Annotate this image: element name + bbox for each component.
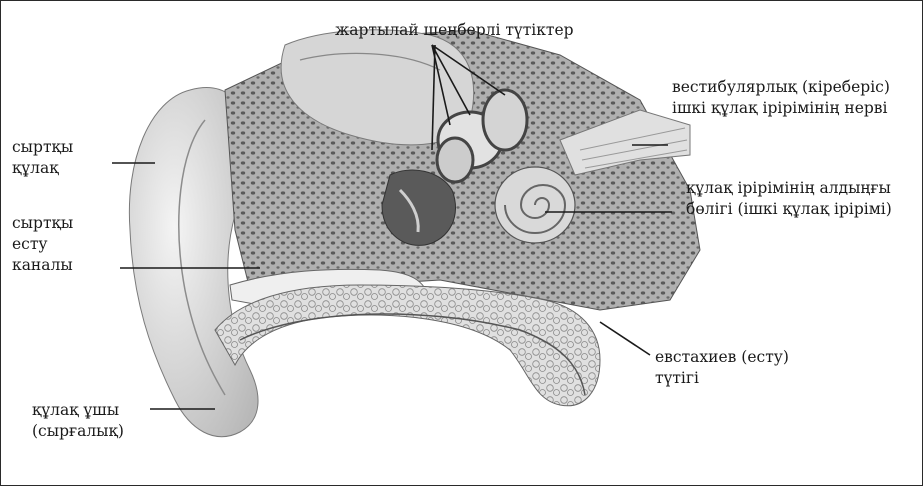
label-ear-canal: сыртқы есту каналы bbox=[12, 213, 73, 276]
label-line: есту bbox=[12, 234, 73, 255]
cochlea bbox=[495, 167, 575, 243]
label-outer-ear: сыртқы құлақ bbox=[12, 137, 73, 179]
label-line: құлақ ұшы bbox=[32, 400, 124, 421]
eustachian-tube-shape bbox=[215, 285, 600, 406]
label-line: құлақ ірірімінің алдыңғы bbox=[686, 178, 892, 199]
label-line: құлақ bbox=[12, 158, 73, 179]
label-line: каналы bbox=[12, 255, 73, 276]
label-line: сыртқы bbox=[12, 213, 73, 234]
label-semicircular-canals: жартылай шеңберлі түтіктер bbox=[335, 20, 574, 41]
label-line: бөлігі (ішкі құлақ ірірімі) bbox=[686, 199, 892, 220]
label-line: евстахиев (есту) bbox=[655, 347, 789, 368]
label-vestibular-nerve: вестибулярлық (кіреберіс) ішкі құлақ ірі… bbox=[672, 77, 890, 119]
label-line: вестибулярлық (кіреберіс) bbox=[672, 77, 890, 98]
label-line: ішкі құлақ ірірімінің нерві bbox=[672, 98, 890, 119]
label-vestibule: құлақ ірірімінің алдыңғы бөлігі (ішкі құ… bbox=[686, 178, 892, 220]
label-line: (сырғалық) bbox=[32, 421, 124, 442]
label-eustachian-tube: евстахиев (есту) түтігі bbox=[655, 347, 789, 389]
label-earlobe: құлақ ұшы (сырғалық) bbox=[32, 400, 124, 442]
label-line: түтігі bbox=[655, 368, 789, 389]
label-line: сыртқы bbox=[12, 137, 73, 158]
label-line: жартылай шеңберлі түтіктер bbox=[335, 20, 574, 41]
